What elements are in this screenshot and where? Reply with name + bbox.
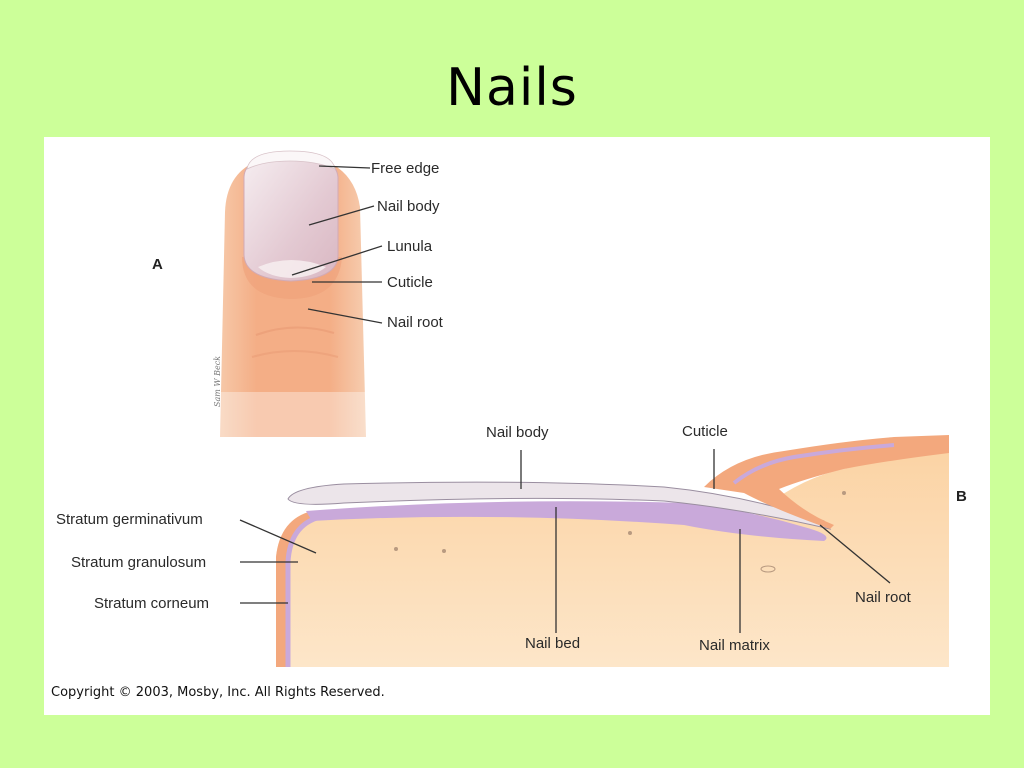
- tissue-cell: [760, 565, 776, 573]
- proximal-nail-fold: [704, 435, 949, 529]
- label-nail-root-b: Nail root: [855, 589, 912, 606]
- fold-stratum: [732, 443, 895, 485]
- knuckle-crease: [255, 326, 335, 336]
- nail-cross-section: [276, 435, 949, 667]
- label-stratum-granulosum: Stratum granulosum: [71, 554, 206, 571]
- panel-letter-b: B: [956, 488, 967, 505]
- slide-title: Nails: [446, 58, 578, 118]
- artist-signature: Sam W Beck: [213, 356, 222, 407]
- lunula: [258, 260, 326, 278]
- label-cuticle-b: Cuticle: [682, 423, 728, 440]
- leader-stratum-germinativum: [239, 519, 317, 554]
- label-stratum-corneum: Stratum corneum: [94, 595, 209, 612]
- tissue-cell: [842, 491, 846, 495]
- leader-free-edge: [318, 165, 371, 169]
- copyright-notice: Copyright © 2003, Mosby, Inc. All Rights…: [51, 685, 385, 700]
- tissue-cell: [442, 549, 446, 553]
- label-nail-body-b: Nail body: [486, 424, 549, 441]
- tissue-cell: [628, 531, 632, 535]
- label-cuticle-a: Cuticle: [387, 274, 433, 291]
- leader-lunula: [291, 245, 383, 276]
- label-nail-body-a: Nail body: [377, 198, 440, 215]
- label-nail-root-a: Nail root: [387, 314, 444, 331]
- label-nail-matrix: Nail matrix: [699, 637, 770, 654]
- label-nail-bed: Nail bed: [525, 635, 580, 652]
- label-free-edge: Free edge: [371, 160, 439, 177]
- tissue-body: [276, 447, 949, 667]
- leader-nail-root-b: [819, 524, 891, 584]
- nail-anatomy-figure: Sam W Beck Free edge Nail body Lunula Cu…: [44, 137, 990, 715]
- leader-nail-root-a: [307, 308, 383, 324]
- finger-illustration: Sam W Beck: [204, 150, 384, 442]
- knuckle-crease: [251, 350, 339, 358]
- nail-bed-layer: [306, 501, 827, 541]
- panel-letter-a: A: [152, 256, 163, 273]
- label-stratum-germinativum: Stratum germinativum: [56, 511, 203, 528]
- tissue-cell: [394, 547, 398, 551]
- leader-nail-body: [308, 205, 375, 226]
- free-edge: [246, 150, 336, 170]
- label-lunula: Lunula: [387, 238, 433, 255]
